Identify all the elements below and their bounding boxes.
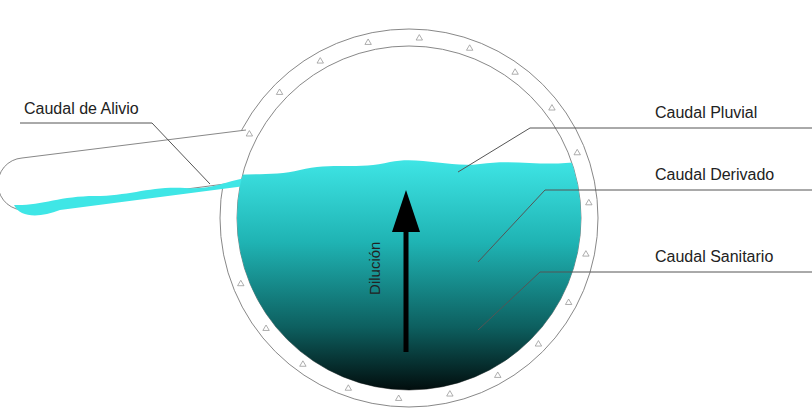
dilution-label: Dilución (368, 241, 385, 294)
overflow-water (14, 178, 245, 215)
sanitary-flow-label: Caudal Sanitario (655, 248, 773, 266)
diverted-flow-label: Caudal Derivado (655, 166, 774, 184)
dilution-arrow-head (392, 190, 420, 232)
dilution-arrow-shaft (404, 230, 409, 352)
overflow-flow-label: Caudal de Alivio (24, 100, 139, 118)
leader-lines (20, 123, 812, 330)
water-body (200, 158, 600, 400)
storm-flow-label: Caudal Pluvial (655, 104, 757, 122)
